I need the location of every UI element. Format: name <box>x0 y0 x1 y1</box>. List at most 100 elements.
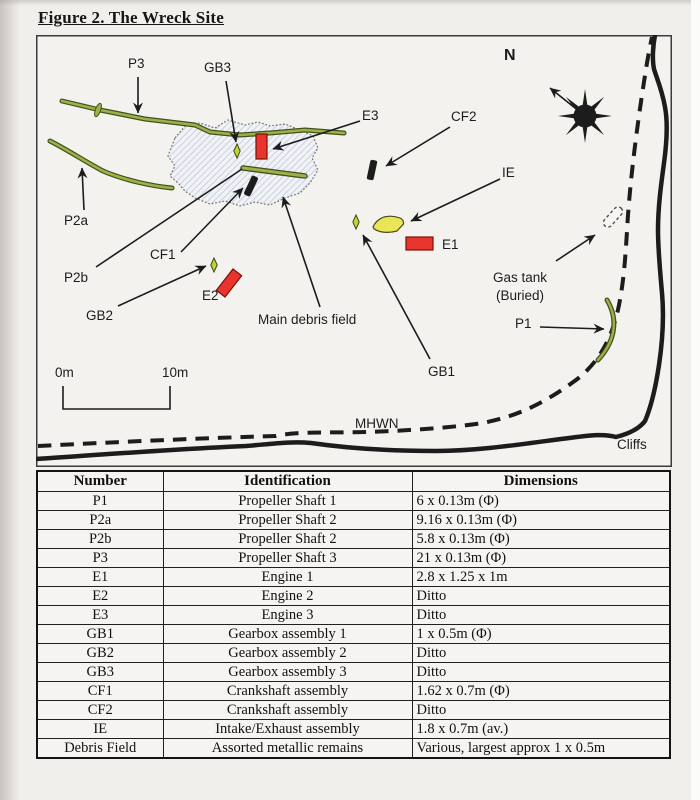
cell-number: GB1 <box>36 624 164 644</box>
cell-number: E3 <box>36 605 164 625</box>
cell-number: E2 <box>36 586 164 606</box>
wreck-components-table: Number Identification Dimensions P1 Prop… <box>36 470 671 759</box>
table-row: E1 Engine 1 2.8 x 1.25 x 1m <box>36 567 671 587</box>
cell-number: P2b <box>36 529 164 549</box>
table-header-row: Number Identification Dimensions <box>36 470 671 492</box>
table-row: GB3 Gearbox assembly 3 Ditto <box>36 662 671 682</box>
cell-dimensions: Various, largest approx 1 x 0.5m <box>411 738 671 759</box>
cell-dimensions: 21 x 0.13m (Φ) <box>411 548 671 568</box>
cell-identification: Engine 3 <box>162 605 413 625</box>
p2b-pointer <box>95 168 243 268</box>
table-row: GB1 Gearbox assembly 1 1 x 0.5m (Φ) <box>36 624 671 644</box>
label-gb3: GB3 <box>204 60 231 75</box>
table-row: CF1 Crankshaft assembly 1.62 x 0.7m (Φ) <box>36 681 671 701</box>
p1-pointer <box>539 323 605 334</box>
cell-identification: Crankshaft assembly <box>162 681 413 701</box>
wreck-site-map: N <box>33 32 672 467</box>
table-row: IE Intake/Exhaust assembly 1.8 x 0.7m (a… <box>36 719 671 739</box>
p3-collar <box>94 102 102 118</box>
figure-title: Figure 2. The Wreck Site <box>38 8 224 27</box>
label-gb1: GB1 <box>428 364 455 379</box>
map-border <box>36 35 672 467</box>
table-row: P2b Propeller Shaft 2 5.8 x 0.13m (Φ) <box>36 529 671 549</box>
label-cf2: CF2 <box>451 109 477 124</box>
cell-number: GB2 <box>36 643 164 663</box>
cell-dimensions: Ditto <box>411 605 671 625</box>
compass-center <box>573 104 597 128</box>
label-gb2: GB2 <box>86 308 113 323</box>
cliffs-line <box>33 32 670 462</box>
label-p1: P1 <box>515 316 532 331</box>
label-e3: E3 <box>362 108 379 123</box>
scan-edge-top <box>0 0 700 6</box>
cell-identification: Propeller Shaft 2 <box>162 529 413 549</box>
cell-dimensions: 5.8 x 0.13m (Φ) <box>411 529 671 549</box>
label-gas-tank-line1: Gas tank <box>493 270 547 285</box>
cell-identification: Gearbox assembly 2 <box>162 643 413 663</box>
cell-number: P2a <box>36 510 164 530</box>
cell-number: E1 <box>36 567 164 587</box>
gb2-pointer <box>117 265 207 307</box>
cell-identification: Propeller Shaft 2 <box>162 510 413 530</box>
cell-identification: Engine 2 <box>162 586 413 606</box>
e2-engine-rect <box>215 268 243 298</box>
gb1-diamond <box>352 213 360 231</box>
label-gas-tank-line2: (Buried) <box>496 288 544 303</box>
cell-number: CF2 <box>36 700 164 720</box>
label-p2b: P2b <box>64 270 88 285</box>
p1-shaft <box>595 297 617 363</box>
cell-number: GB3 <box>36 662 164 682</box>
scale-zero-label: 0m <box>55 365 74 380</box>
cell-identification: Propeller Shaft 1 <box>162 491 413 511</box>
cell-identification: Propeller Shaft 3 <box>162 548 413 568</box>
label-mhwn: MHWN <box>355 416 399 431</box>
ie-intake-shape <box>372 215 405 233</box>
e3-engine-rect <box>255 133 268 160</box>
scale-ten-label: 10m <box>162 365 188 380</box>
cell-dimensions: Ditto <box>411 586 671 606</box>
cf1-pointer <box>180 187 244 253</box>
cell-dimensions: 6 x 0.13m (Φ) <box>411 491 671 511</box>
label-p3: P3 <box>128 56 145 71</box>
p2a-pointer <box>77 167 88 211</box>
compass: N <box>504 47 612 143</box>
label-cliffs: Cliffs <box>617 437 647 452</box>
cell-identification: Engine 1 <box>162 567 413 587</box>
scan-edge-left <box>0 0 20 800</box>
cell-identification: Gearbox assembly 1 <box>162 624 413 644</box>
north-label: N <box>504 47 516 64</box>
gas-tank-pointer <box>555 234 596 262</box>
cell-dimensions: Ditto <box>411 643 671 663</box>
cell-dimensions: 1.62 x 0.7m (Φ) <box>411 681 671 701</box>
gb1-pointer <box>362 234 431 360</box>
e1-engine-rect <box>405 236 434 251</box>
cell-dimensions: Ditto <box>411 662 671 682</box>
debris-field-pointer <box>281 196 321 308</box>
e3-pointer <box>272 120 361 151</box>
cell-number: Debris Field <box>36 738 164 759</box>
cell-identification: Crankshaft assembly <box>162 700 413 720</box>
cell-dimensions: 1.8 x 0.7m (av.) <box>411 719 671 739</box>
map-svg: N <box>33 32 672 467</box>
table-row: Debris Field Assorted metallic remains V… <box>36 738 671 759</box>
scale-bar-bracket <box>62 386 171 410</box>
gb2-diamond <box>210 256 218 274</box>
cell-identification: Intake/Exhaust assembly <box>162 719 413 739</box>
cell-dimensions: Ditto <box>411 700 671 720</box>
cf1-crankshaft-bar <box>244 175 258 197</box>
table-row: P2a Propeller Shaft 2 9.16 x 0.13m (Φ) <box>36 510 671 530</box>
cell-number: P1 <box>36 491 164 511</box>
p2b-shaft-segment <box>240 165 308 179</box>
label-ie: IE <box>502 165 515 180</box>
label-e2: E2 <box>202 288 219 303</box>
label-e1: E1 <box>442 237 459 252</box>
cell-number: P3 <box>36 548 164 568</box>
label-main-debris-field: Main debris field <box>258 312 356 327</box>
p3-shaft <box>59 98 347 138</box>
cell-identification: Gearbox assembly 3 <box>162 662 413 682</box>
cell-number: CF1 <box>36 681 164 701</box>
cell-number: IE <box>36 719 164 739</box>
cell-dimensions: 2.8 x 1.25 x 1m <box>411 567 671 587</box>
gb3-pointer <box>225 80 240 143</box>
